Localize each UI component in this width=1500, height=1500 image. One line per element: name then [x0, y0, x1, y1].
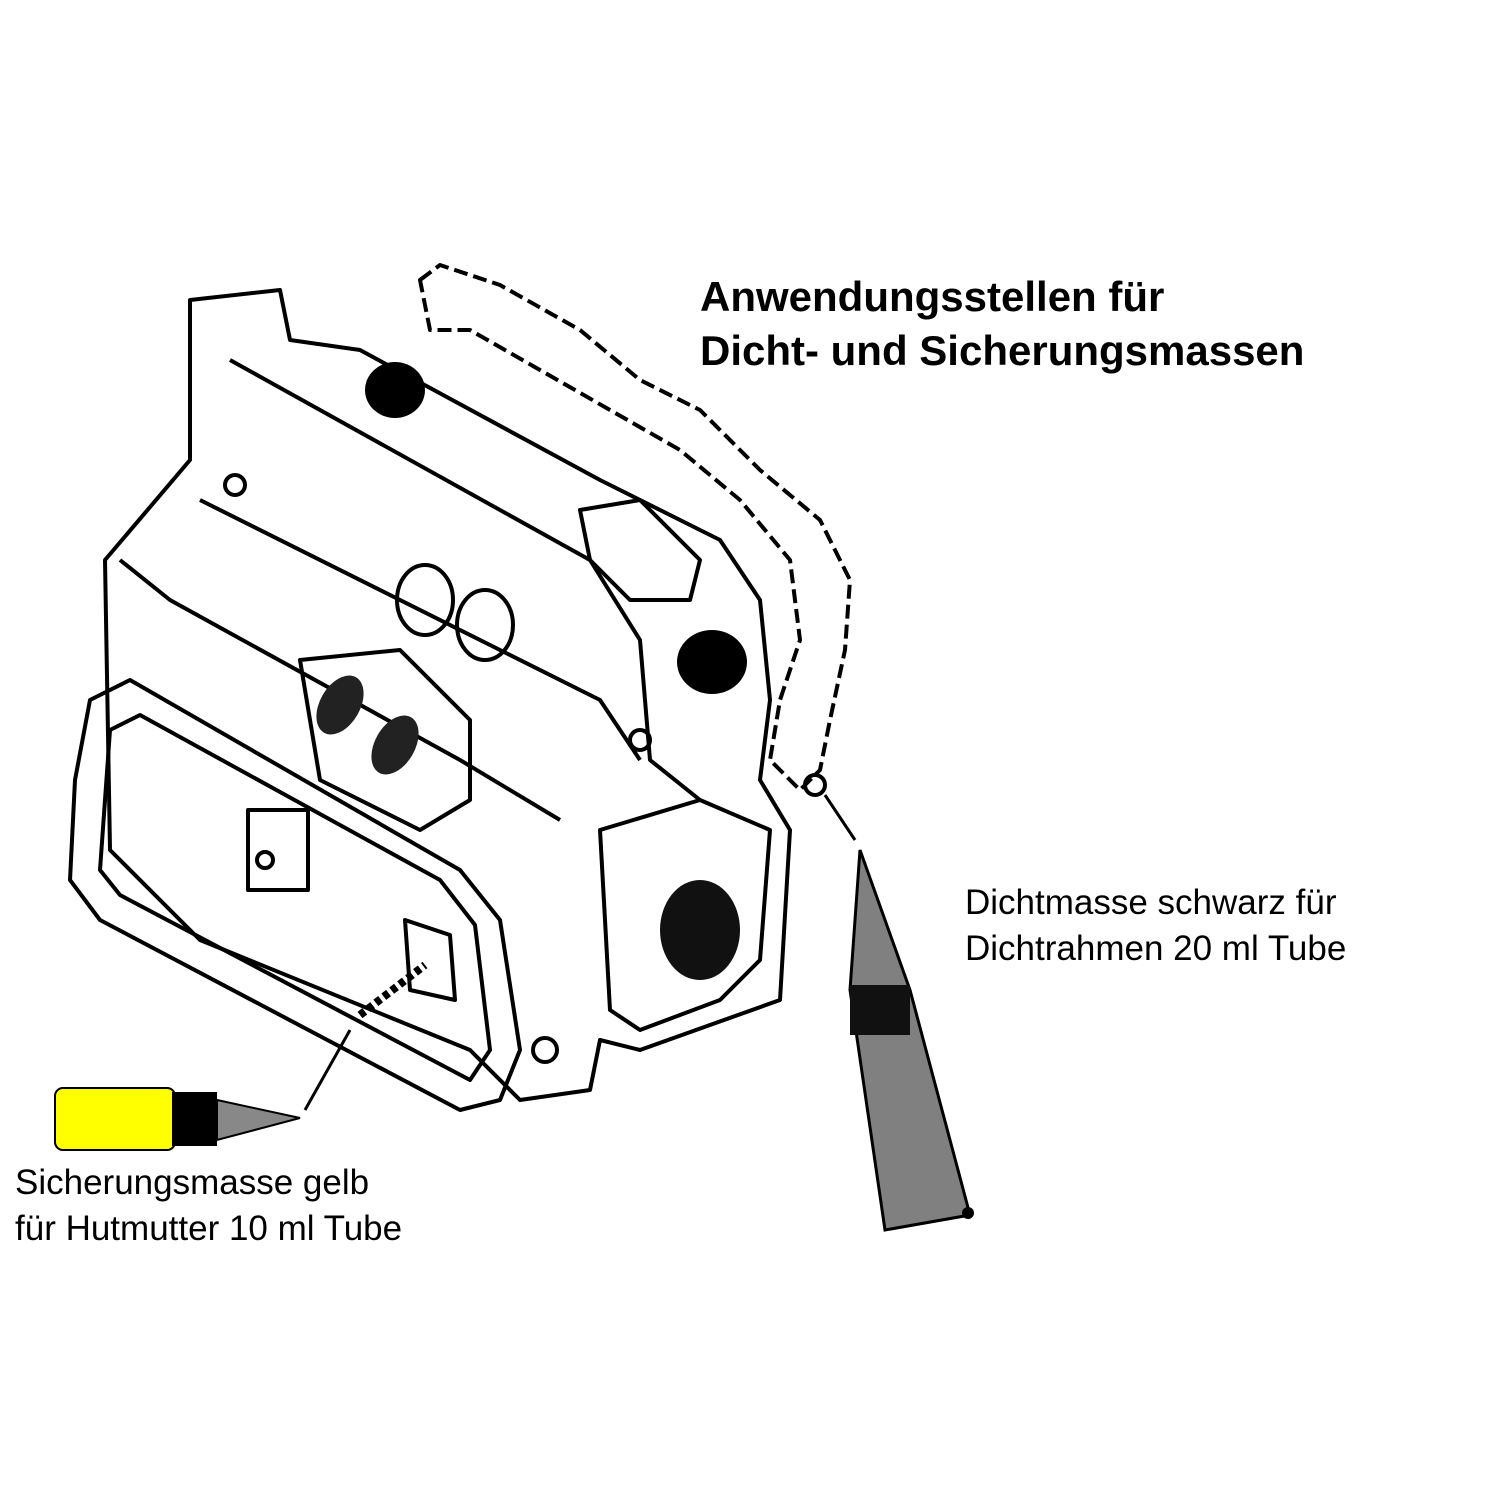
black-sealant-label: Dichtmasse schwarz für Dichtrahmen 20 ml… [965, 880, 1346, 972]
diagram-title: Anwendungsstellen für Dicht- und Sicheru… [700, 270, 1304, 378]
exhaust-flange [598, 798, 772, 1032]
sealant-spot [677, 630, 747, 694]
yellow-locker-label: Sicherungsmasse gelb für Hutmutter 10 ml… [15, 1160, 402, 1252]
black-sealant-tube-icon [848, 849, 974, 1232]
title-line-1: Anwendungsstellen für [700, 273, 1165, 320]
gasket-frame [418, 263, 852, 792]
intake-gasket-frame [68, 678, 522, 1112]
yellow-locker-label-line-1: Sicherungsmasse gelb [15, 1163, 370, 1202]
yellow-tube-icon [54, 1087, 301, 1151]
black-sealant-label-line-1: Dichtmasse schwarz für [965, 883, 1337, 922]
yellow-locker-label-line-2: für Hutmutter 10 ml Tube [15, 1209, 403, 1248]
sealant-spot [365, 362, 425, 418]
title-line-2: Dicht- und Sicherungsmassen [700, 327, 1305, 374]
black-sealant-label-line-2: Dichtrahmen 20 ml Tube [965, 929, 1347, 968]
cylinder-head-body [103, 288, 792, 1102]
sealant-spot [660, 880, 740, 980]
